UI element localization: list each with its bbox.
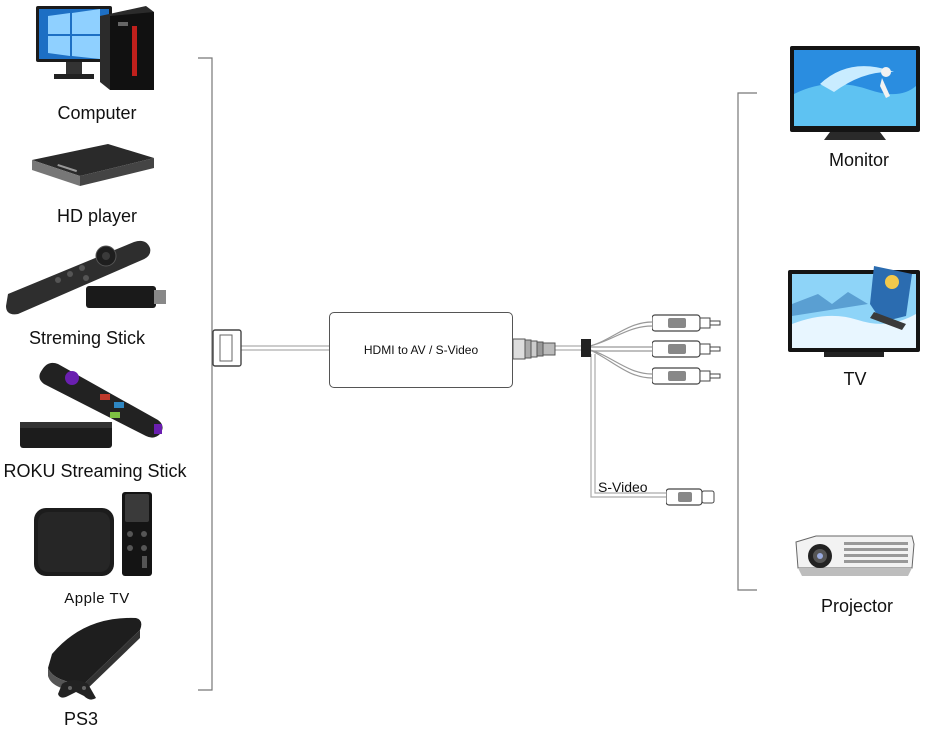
converter-label: HDMI to AV / S-Video <box>363 343 479 357</box>
projector-icon <box>795 535 915 576</box>
source-label-ps3: PS3 <box>64 709 99 729</box>
streaming-stick-icon <box>6 240 166 315</box>
svideo-plug-icon <box>666 488 715 506</box>
apple-tv-icon <box>34 492 152 576</box>
cable-splitter-icon <box>581 339 591 357</box>
hdmi-to-av-converter-box: HDMI to AV / S-Video <box>329 312 513 388</box>
rca-plug-icon <box>652 340 721 358</box>
hdmi-plug-icon <box>212 329 242 367</box>
output-label-projector: Projector <box>820 596 894 616</box>
cable-ferrule-icon <box>513 338 556 360</box>
roku-icon <box>20 362 163 448</box>
rca-plug-icon <box>652 367 721 385</box>
source-label-hd-player: HD player <box>56 206 138 226</box>
source-label-apple-tv: Apple TV <box>64 590 130 607</box>
source-label-streaming-stick: Streming Stick <box>28 328 146 348</box>
source-label-computer: Computer <box>57 103 137 123</box>
hd-player-icon <box>32 144 154 186</box>
source-label-roku: ROKU Streaming Stick <box>3 461 187 481</box>
ps3-icon <box>48 617 142 700</box>
tv-icon <box>788 266 920 357</box>
output-label-monitor: Monitor <box>828 150 890 170</box>
svideo-label: S-Video <box>598 479 648 495</box>
rca-plug-icon <box>652 314 721 332</box>
monitor-icon <box>790 46 920 140</box>
output-label-tv: TV <box>843 369 867 389</box>
computer-icon <box>36 6 154 90</box>
